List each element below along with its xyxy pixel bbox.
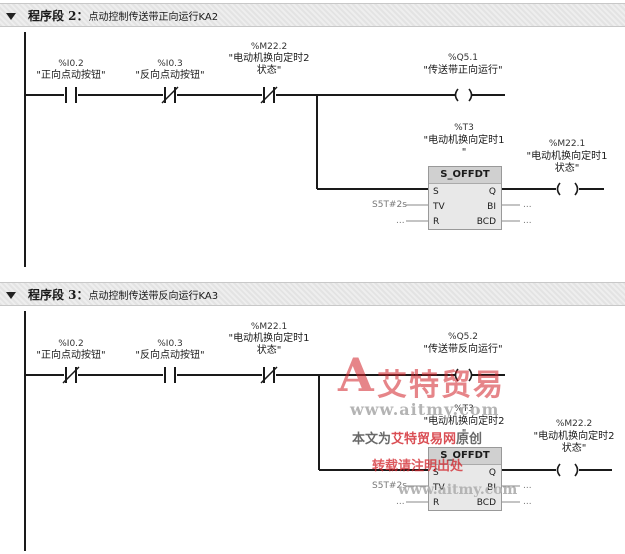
- bcd-placeholder[interactable]: ...: [523, 216, 532, 226]
- pin-bi: BI: [487, 202, 496, 212]
- contact-symbol: "正向点动按钮": [36, 70, 106, 81]
- ladder-wiring-3: [24, 311, 612, 551]
- contact-address: %M22.2: [250, 42, 288, 52]
- coil-address: %Q5.1: [448, 53, 478, 63]
- coil-m22-2[interactable]: [554, 460, 582, 480]
- segment-comment[interactable]: 点动控制传送带正向运行KA2: [88, 12, 219, 23]
- timer-symbol: "电动机换向定时2: [423, 416, 505, 427]
- tv-value[interactable]: S5T#2s: [372, 200, 407, 210]
- timer-symbol: "电动机换向定时1: [423, 135, 505, 146]
- contact-symbol-line2: 状态": [256, 65, 282, 76]
- pin-bi: BI: [487, 483, 496, 493]
- coil-symbol-line2: 状态": [554, 163, 580, 174]
- coil-q5-2[interactable]: [452, 365, 476, 385]
- contact-symbol: "电动机换向定时1: [228, 333, 310, 344]
- contact-symbol-line2: 状态": [256, 345, 282, 356]
- coil-symbol: "电动机换向定时1: [526, 151, 608, 162]
- timer-type: S_OFFDT: [429, 448, 501, 465]
- contact-nc-m22-2[interactable]: [258, 85, 280, 105]
- ladder-wiring-2: [24, 32, 604, 267]
- pin-tv: TV: [433, 483, 445, 493]
- tv-value[interactable]: S5T#2s: [372, 481, 407, 491]
- coil-address: %Q5.2: [448, 332, 478, 342]
- coil-address: %M22.2: [555, 419, 593, 429]
- network-2: %I0.2 "正向点动按钮" %I0.3 "反向点动按钮" %M22.2 "电动…: [0, 27, 625, 272]
- contact-no-i0-2[interactable]: [60, 85, 82, 105]
- collapse-triangle-icon[interactable]: [6, 13, 16, 20]
- coil-symbol: "电动机换向定时2: [533, 431, 615, 442]
- contact-nc-i0-2[interactable]: [60, 365, 82, 385]
- pin-tv: TV: [433, 202, 445, 212]
- collapse-triangle-icon[interactable]: [6, 292, 16, 299]
- bi-placeholder[interactable]: ...: [523, 481, 532, 491]
- timer-symbol-line2: ": [461, 147, 467, 158]
- bi-placeholder[interactable]: ...: [523, 200, 532, 210]
- timer-type: S_OFFDT: [429, 167, 501, 184]
- contact-symbol: "反向点动按钮": [135, 350, 205, 361]
- r-placeholder[interactable]: ...: [396, 497, 405, 507]
- coil-address: %M22.1: [548, 139, 586, 149]
- pin-q: Q: [488, 468, 496, 478]
- segment-3-header[interactable]: 程序段 3：点动控制传送带反向运行KA3: [0, 282, 625, 306]
- segment-label: 程序段 2：: [28, 9, 89, 23]
- coil-q5-1[interactable]: [452, 85, 476, 105]
- pin-s: S: [433, 187, 439, 197]
- timer-block[interactable]: S_OFFDT S TV R Q BI BCD: [428, 447, 502, 511]
- timer-address: %T3: [454, 123, 474, 133]
- contact-symbol: "电动机换向定时2: [228, 53, 310, 64]
- pin-bcd: BCD: [476, 217, 496, 227]
- contact-address: %I0.2: [58, 339, 84, 349]
- contact-address: %M22.1: [250, 322, 288, 332]
- timer-address: %T3: [454, 404, 474, 414]
- segment-2-header[interactable]: 程序段 2：点动控制传送带正向运行KA2: [0, 3, 625, 27]
- coil-m22-1[interactable]: [554, 179, 582, 199]
- segment-comment[interactable]: 点动控制传送带反向运行KA3: [88, 291, 219, 302]
- pin-r: R: [433, 498, 440, 508]
- contact-address: %I0.3: [157, 59, 183, 69]
- coil-symbol: "传送带正向运行": [423, 65, 503, 76]
- timer-symbol-line2: ": [461, 428, 467, 439]
- bcd-placeholder[interactable]: ...: [523, 497, 532, 507]
- contact-symbol: "正向点动按钮": [36, 350, 106, 361]
- contact-no-i0-3[interactable]: [159, 365, 181, 385]
- pin-r: R: [433, 217, 440, 227]
- r-placeholder[interactable]: ...: [396, 216, 405, 226]
- contact-address: %I0.3: [157, 339, 183, 349]
- contact-address: %I0.2: [58, 59, 84, 69]
- pin-s: S: [433, 468, 439, 478]
- contact-nc-i0-3[interactable]: [159, 85, 181, 105]
- pin-bcd: BCD: [476, 498, 496, 508]
- segment-label: 程序段 3：: [28, 288, 89, 302]
- coil-symbol-line2: 状态": [561, 443, 587, 454]
- network-3: %I0.2 "正向点动按钮" %I0.3 "反向点动按钮" %M22.1 "电动…: [0, 306, 625, 554]
- contact-symbol: "反向点动按钮": [135, 70, 205, 81]
- pin-q: Q: [488, 187, 496, 197]
- coil-symbol: "传送带反向运行": [423, 344, 503, 355]
- timer-block[interactable]: S_OFFDT S TV R Q BI BCD: [428, 166, 502, 230]
- contact-nc-m22-1[interactable]: [258, 365, 280, 385]
